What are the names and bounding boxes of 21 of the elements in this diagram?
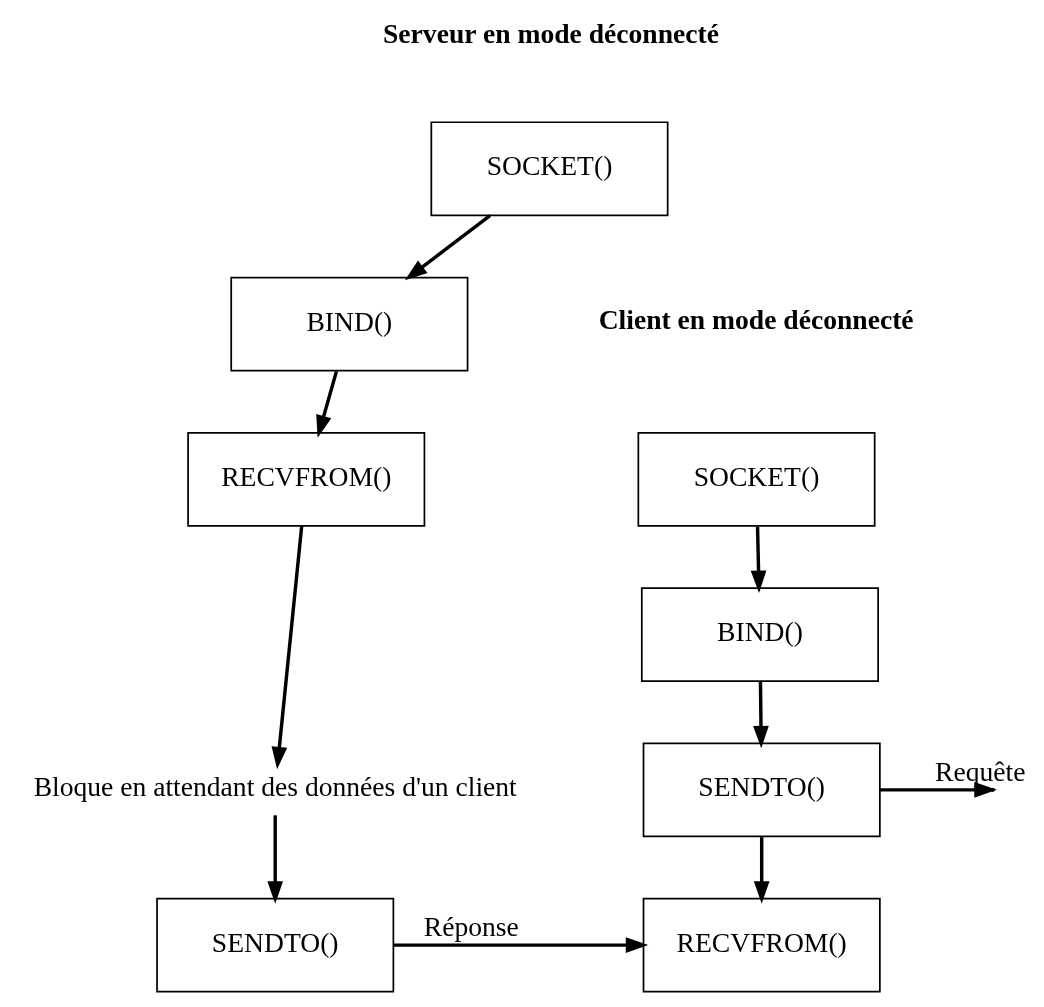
arrow <box>266 815 283 904</box>
node-box: RECVFROM() <box>642 897 881 993</box>
node-box: RECVFROM() <box>186 431 425 527</box>
node-box: SOCKET() <box>636 431 876 527</box>
node-box: BIND() <box>640 587 879 683</box>
edge-label: Requête <box>934 755 1025 787</box>
label: Client en mode déconnecté <box>598 303 914 335</box>
arrow <box>404 214 491 281</box>
arrow <box>753 837 770 904</box>
label: Serveur en mode déconnecté <box>382 17 719 49</box>
arrow <box>393 937 648 953</box>
arrow <box>271 526 303 770</box>
arrow <box>315 370 338 438</box>
node-box: SOCKET() <box>429 121 669 217</box>
node-box: SENDTO() <box>155 897 394 993</box>
edge-label: Réponse <box>423 911 519 943</box>
arrow <box>750 526 766 594</box>
arrow <box>752 681 769 749</box>
node-box: BIND() <box>229 276 468 372</box>
node-text: Bloque en attendant des données d'un client <box>33 771 517 803</box>
node-box: SENDTO() <box>642 742 881 838</box>
